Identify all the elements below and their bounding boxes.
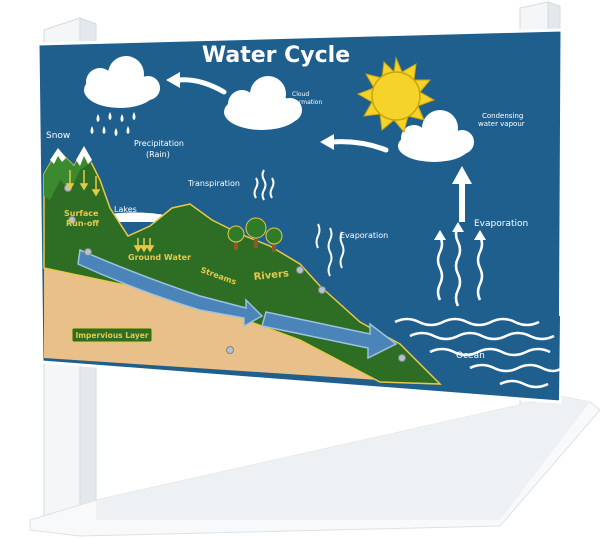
trees [227, 217, 283, 252]
lakes-label: Lakes [114, 205, 137, 214]
transpiration-arrows [253, 169, 275, 201]
evaporation-sea-label: Evaporation [474, 219, 528, 229]
evaporation-land-label: Evaporation [340, 231, 388, 240]
condensing-cloud [398, 110, 474, 162]
sea-evaporation-arrows [436, 225, 484, 307]
surface-runoff-label-2: Run-off [66, 219, 99, 228]
ocean-area [370, 314, 563, 400]
formation-cloud [224, 76, 302, 130]
impervious-layer-label: Impervious Layer [75, 331, 148, 340]
cloud-flow-arrows [175, 77, 389, 153]
rain-cloud [84, 56, 160, 108]
rain-drops [90, 112, 136, 136]
cloud-formation-label-2: Formation [292, 99, 322, 106]
rivers-label: Rivers [253, 268, 289, 283]
snow-caps [50, 146, 92, 166]
arrow-heads [166, 72, 334, 150]
precipitation-label: Precipitation [134, 139, 184, 148]
river-arrows [77, 248, 398, 360]
surface-runoff-label-1: Surface [64, 209, 99, 218]
cloud-formation-label-1: Cloud [292, 91, 309, 98]
runoff-arrows [65, 170, 101, 197]
evaporation-up-arrow [452, 166, 472, 222]
condensing-label-1: Condensing [482, 112, 523, 120]
sun-icon [356, 56, 436, 134]
transpiration-label: Transpiration [187, 179, 240, 188]
snow-label: Snow [46, 131, 70, 141]
page-title: Water Cycle [202, 43, 350, 68]
condensing-label-2: water vapour [478, 120, 525, 128]
ocean-label: Ocean [456, 351, 485, 361]
sea-evaporation-arrow-heads [434, 222, 486, 240]
ground-water-label: Ground Water [128, 253, 191, 262]
impervious-layer-plate [71, 327, 153, 343]
lake [110, 212, 170, 222]
rain-label: (Rain) [146, 150, 170, 159]
base-slab [29, 395, 600, 537]
land-evaporation-arrows [315, 223, 345, 277]
ground-water-arrows [133, 238, 155, 253]
